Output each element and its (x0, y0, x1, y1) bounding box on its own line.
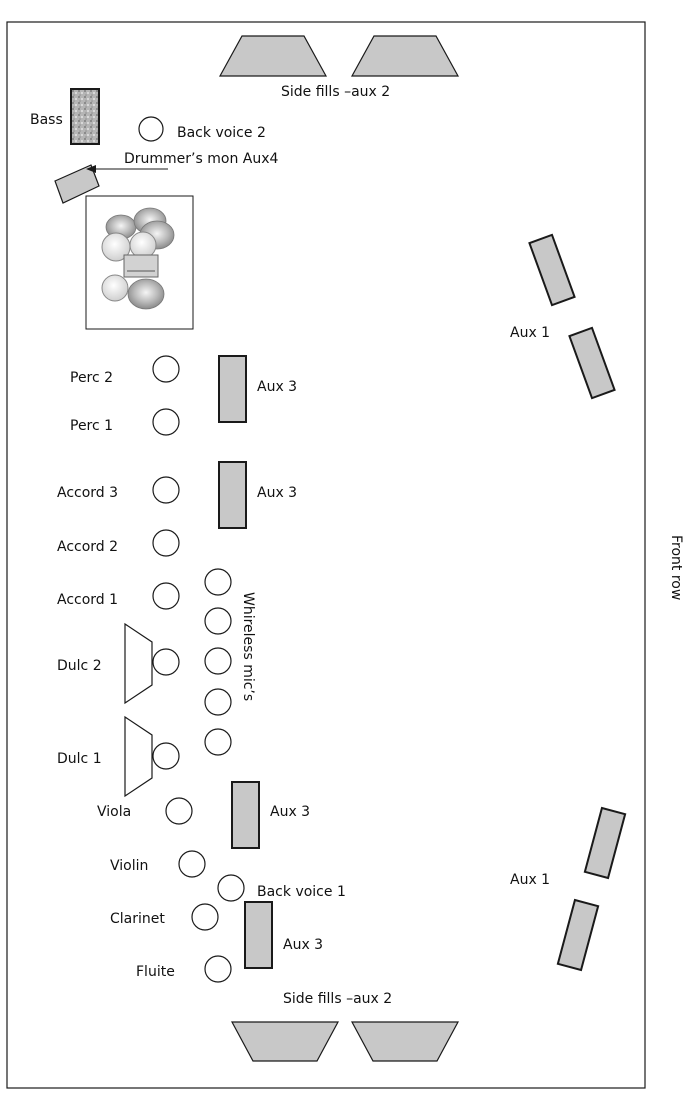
violin-label: Violin (110, 858, 148, 874)
accord-2-mic (152, 529, 180, 557)
aux1-lower-label: Aux 1 (510, 872, 550, 888)
wireless-mic-1 (204, 568, 232, 596)
drummers-monitor-label: Drummer’s mon Aux4 (124, 151, 279, 167)
wireless-mic-4 (204, 688, 232, 716)
violin-mic (178, 850, 206, 878)
accord-1-mic (152, 582, 180, 610)
perc-2-label: Perc 2 (70, 370, 113, 386)
dulc-2-mic (152, 648, 180, 676)
aux3-monitor-b (218, 461, 247, 529)
side-fills-bottom-label: Side fills –aux 2 (283, 991, 392, 1007)
aux1-monitor-upper-a (528, 233, 576, 307)
drummers-monitor (54, 164, 100, 204)
arrow-head-icon (86, 165, 96, 173)
side-fill-top-right (350, 35, 460, 77)
perc-1-label: Perc 1 (70, 418, 113, 434)
aux1-upper-label: Aux 1 (510, 325, 550, 341)
back-voice-1-mic (217, 874, 245, 902)
stage-border (6, 21, 646, 1089)
aux3-monitor-d (244, 901, 273, 969)
accord-3-mic (152, 476, 180, 504)
drum-kit-icon (85, 195, 194, 330)
accord-1-label: Accord 1 (57, 592, 118, 608)
perc-1-mic (152, 408, 180, 436)
clarinet-mic (191, 903, 219, 931)
dulc-1-instrument (124, 715, 153, 798)
side-fill-bottom-right (350, 1021, 460, 1062)
bass-label: Bass (30, 112, 63, 128)
front-row-label: Front row (668, 535, 684, 600)
aux3-label-a: Aux 3 (257, 379, 297, 395)
bass-amp-icon (70, 88, 100, 145)
back-voice-2-label: Back voice 2 (177, 125, 266, 141)
side-fill-top-left (218, 35, 328, 77)
perc-2-mic (152, 355, 180, 383)
fluite-mic (204, 955, 232, 983)
fluite-label: Fluite (136, 964, 175, 980)
back-voice-2-mic (138, 116, 164, 142)
aux1-monitor-lower-b (556, 898, 600, 972)
side-fills-top-label: Side fills –aux 2 (281, 84, 390, 100)
side-fill-bottom-left (230, 1021, 340, 1062)
dulc-1-mic (152, 742, 180, 770)
aux3-label-d: Aux 3 (283, 937, 323, 953)
aux1-monitor-lower-a (583, 806, 627, 880)
accord-3-label: Accord 3 (57, 485, 118, 501)
wireless-mic-3 (204, 647, 232, 675)
viola-label: Viola (97, 804, 131, 820)
wireless-mic-5 (204, 728, 232, 756)
aux3-monitor-c (231, 781, 260, 849)
accord-2-label: Accord 2 (57, 539, 118, 555)
aux1-monitor-upper-b (568, 326, 616, 400)
back-voice-1-label: Back voice 1 (257, 884, 346, 900)
aux3-label-b: Aux 3 (257, 485, 297, 501)
dulc-2-label: Dulc 2 (57, 658, 102, 674)
viola-mic (165, 797, 193, 825)
aux3-monitor-a (218, 355, 247, 423)
wireless-mics-label: Whireless mic’s (240, 592, 256, 701)
aux3-label-c: Aux 3 (270, 804, 310, 820)
clarinet-label: Clarinet (110, 911, 165, 927)
wireless-mic-2 (204, 607, 232, 635)
dulc-2-instrument (124, 622, 153, 705)
dulc-1-label: Dulc 1 (57, 751, 102, 767)
